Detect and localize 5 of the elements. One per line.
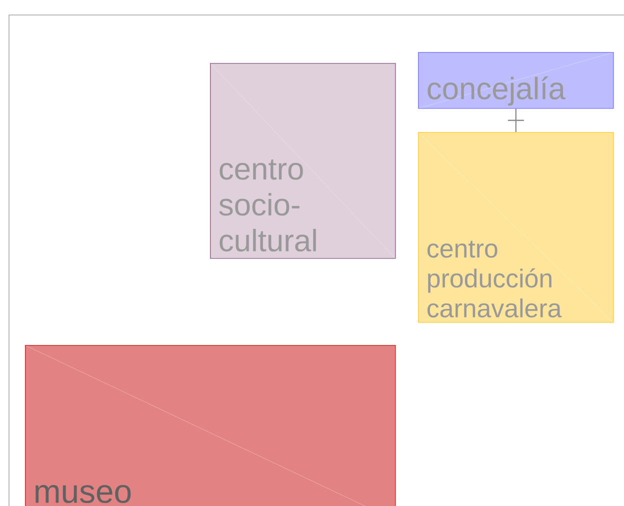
box: museo (25, 344, 396, 506)
box: centro socio-cultural (210, 63, 396, 259)
connector-line (507, 108, 524, 133)
box: concejalía (418, 52, 614, 109)
box: centro producción carnavalera (418, 132, 614, 323)
